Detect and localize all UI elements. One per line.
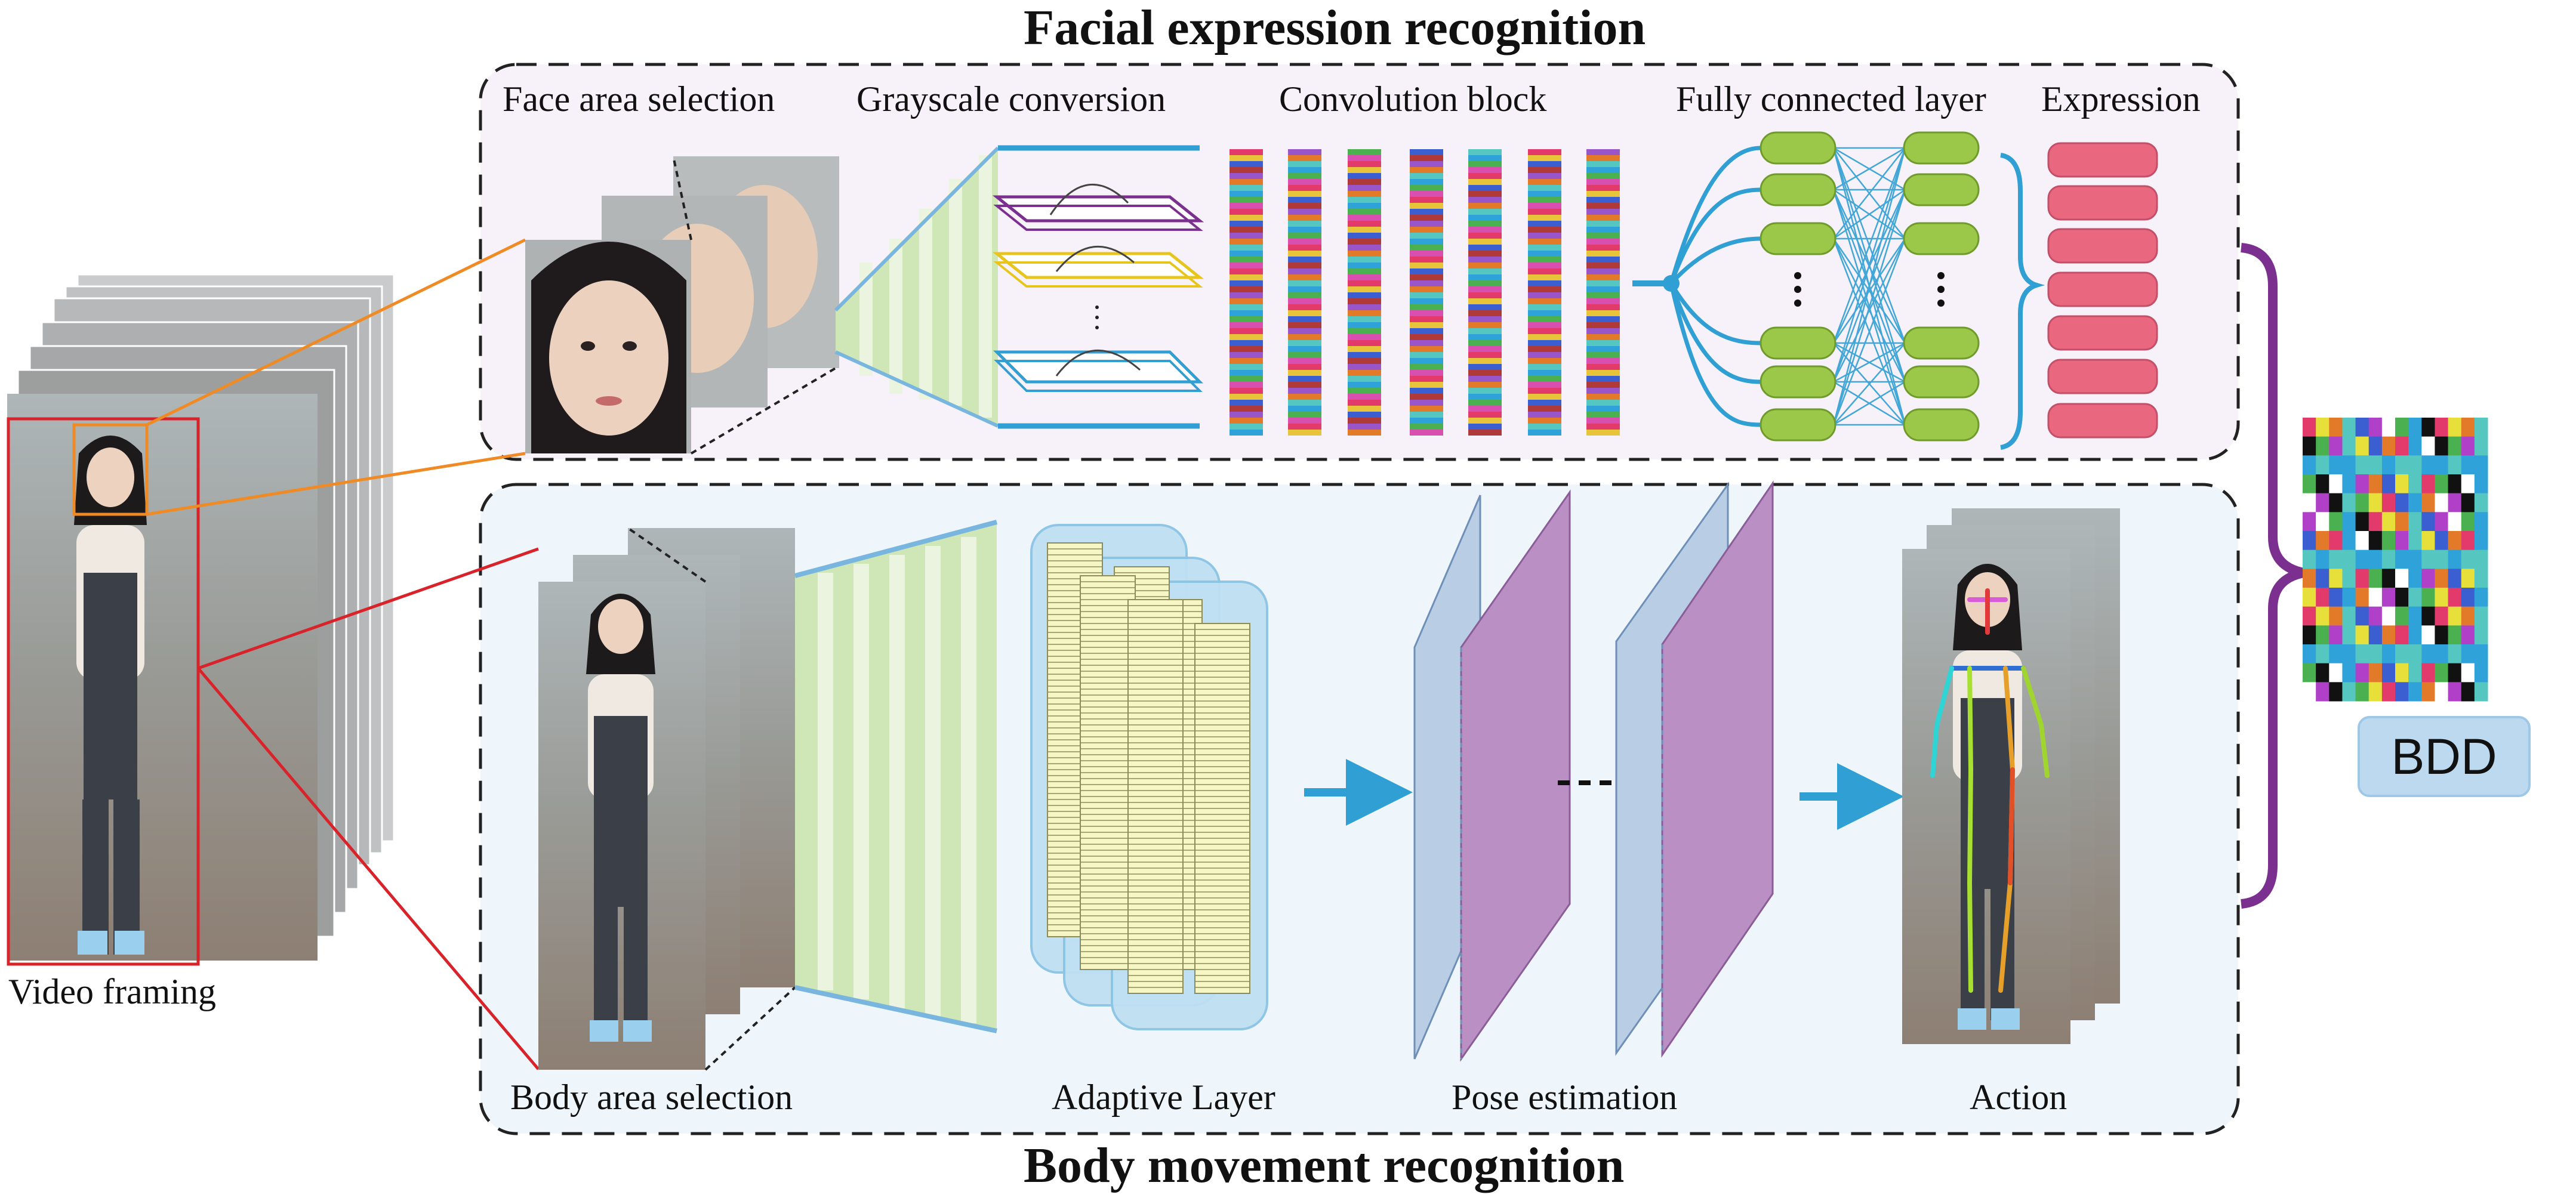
pose-skeleton [1930, 588, 2050, 993]
face-link-line-top [146, 238, 526, 427]
conv-bar [1410, 149, 1443, 436]
face-crop-stack [525, 156, 839, 455]
body-link-line-top [198, 547, 539, 670]
person-photo [74, 436, 147, 955]
fc-right-brace [2000, 153, 2045, 450]
label-adaptive-layer: Adaptive Layer [1052, 1078, 1275, 1117]
merge-brace [2240, 243, 2305, 909]
fc-node-right [1903, 173, 1980, 206]
pose-estimation-planes [1413, 480, 1774, 1062]
body-crop-stack [538, 527, 796, 1071]
fc-node-right [1903, 326, 1980, 360]
adaptive-feature-map [1127, 599, 1250, 994]
label-pose-estimation: Pose estimation [1452, 1078, 1678, 1117]
expression-node [2047, 403, 2158, 439]
title-body-movement: Body movement recognition [1024, 1138, 1625, 1193]
face-box-video [72, 423, 149, 516]
expression-node [2047, 228, 2158, 264]
fc-node-left [1760, 222, 1837, 255]
conv-bar [1468, 149, 1502, 436]
label-grayscale-conversion: Grayscale conversion [856, 79, 1166, 119]
expression-node [2047, 359, 2158, 394]
conv-bar [1348, 149, 1381, 436]
conv-bar [1586, 149, 1620, 436]
convolution-bars [1230, 149, 1620, 436]
fc-node-right [1903, 131, 1980, 165]
grayscale-trapezoid [834, 145, 1200, 429]
label-body-area-selection: Body area selection [510, 1078, 793, 1117]
expression-node [2047, 142, 2158, 178]
fc-node-left [1760, 326, 1837, 360]
conv-bar [1230, 149, 1263, 436]
title-facial-expression: Facial expression recognition [1024, 0, 1646, 55]
body-trapezoid [794, 520, 998, 1033]
label-expression: Expression [2041, 79, 2201, 119]
expression-node [2047, 271, 2158, 307]
body-link-line-bottom [197, 667, 540, 1070]
fc-node-left [1760, 408, 1837, 442]
fc-node-right [1903, 365, 1980, 399]
conv-bar [1288, 149, 1321, 436]
bdd-mosaic [2303, 418, 2488, 702]
expression-nodes [2047, 142, 2158, 439]
body-box-video [7, 417, 200, 966]
adaptive-layer [1030, 524, 1268, 1030]
fc-node-left [1760, 365, 1837, 399]
bdd-output-box: BDD [2358, 716, 2531, 797]
label-convolution-block: Convolution block [1279, 79, 1547, 119]
bdd-label: BDD [2391, 728, 2497, 785]
expression-node [2047, 185, 2158, 221]
face-link-line-bottom [146, 452, 526, 516]
expression-node [2047, 315, 2158, 351]
fc-node-left [1760, 131, 1837, 165]
label-face-area-selection: Face area selection [503, 79, 775, 119]
fc-node-right [1903, 408, 1980, 442]
label-video-framing: Video framing [8, 972, 216, 1011]
fc-node-right [1903, 222, 1980, 255]
video-frame-stack [7, 273, 395, 961]
grayscale-layers [992, 183, 1204, 392]
label-action: Action [1970, 1078, 2067, 1117]
fully-connected-layer [1632, 131, 2045, 450]
label-fully-connected-layer: Fully connected layer [1676, 79, 1986, 119]
conv-bar [1528, 149, 1561, 436]
action-frame-stack [1902, 508, 2120, 1044]
fc-node-left [1760, 173, 1837, 206]
